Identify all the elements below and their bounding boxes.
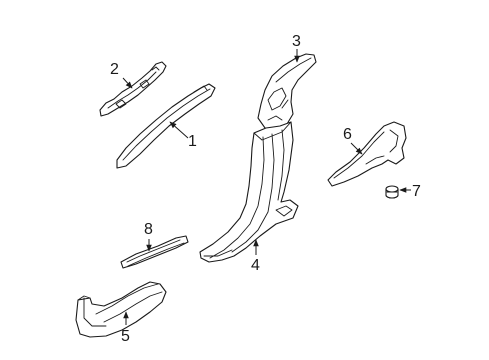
callout-label-1: 1 [188,133,197,150]
callout-label-3: 3 [292,33,301,50]
callout-1: 1 [169,121,197,150]
part-3-upper-pillar-trim [257,53,317,131]
leader-line-6 [350,142,363,155]
part-2-bracket [99,61,167,117]
leader-line-2 [122,77,133,89]
part-6-quarter-trim [327,121,407,187]
callout-label-2: 2 [110,61,119,78]
callout-label-5: 5 [121,328,130,345]
callout-5: 5 [121,311,130,345]
callout-label-8: 8 [144,221,153,238]
callout-8: 8 [144,221,153,252]
part-7-plug [385,185,399,199]
callout-3: 3 [292,33,301,63]
part-1-pillar-trim [116,83,216,169]
part-5-kick-panel [75,281,167,338]
callout-6: 6 [343,126,363,155]
callout-label-7: 7 [412,183,421,200]
callout-4: 4 [251,239,260,274]
callout-label-4: 4 [251,257,260,274]
part-8-scuff-plate [120,235,189,269]
leader-line-1 [169,121,189,139]
callout-7: 7 [399,183,421,200]
callout-2: 2 [110,61,133,89]
part-4-lower-pillar-trim [199,121,299,263]
callout-label-6: 6 [343,126,352,143]
